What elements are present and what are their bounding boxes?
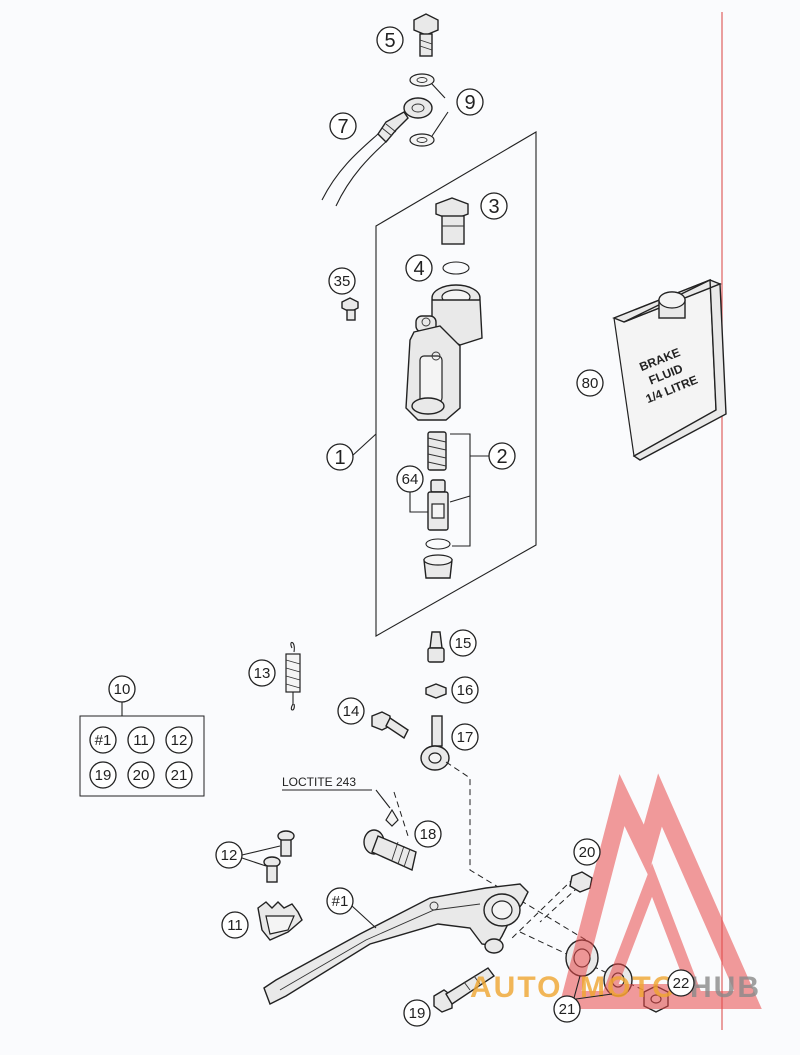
callout-19-lower: 19 <box>403 999 431 1027</box>
svg-text:9: 9 <box>464 92 475 114</box>
kit-callout-h1: #1 <box>89 726 117 754</box>
callout-22: 22 <box>667 969 695 997</box>
callout-16: 16 <box>451 676 479 704</box>
callout-13: 13 <box>248 659 276 687</box>
callout-2: 2 <box>488 442 516 470</box>
callout-17: 17 <box>451 723 479 751</box>
svg-text:19: 19 <box>95 767 112 784</box>
svg-text:20: 20 <box>133 767 150 784</box>
callout-14: 14 <box>337 697 365 725</box>
svg-text:21: 21 <box>559 1001 576 1018</box>
return-spring-part <box>285 641 301 711</box>
callout-15: 15 <box>449 629 477 657</box>
loctite-label: LOCTITE 243 <box>282 775 356 789</box>
watermark-moto: MOTO <box>580 971 677 1004</box>
svg-text:11: 11 <box>133 732 149 749</box>
svg-text:5: 5 <box>384 30 395 52</box>
svg-text:20: 20 <box>579 844 596 861</box>
svg-text:10: 10 <box>114 681 131 698</box>
svg-text:17: 17 <box>457 729 474 746</box>
watermark-logo <box>558 773 762 1009</box>
callout-11-lower: 11 <box>221 911 249 939</box>
svg-text:12: 12 <box>221 847 238 864</box>
kit-callout-19: 19 <box>89 761 117 789</box>
callout-64: 64 <box>396 465 424 493</box>
watermark-hub: HUB <box>690 971 761 1004</box>
kit-callout-20: 20 <box>127 761 155 789</box>
svg-text:22: 22 <box>673 975 690 992</box>
kit-10-box <box>79 715 205 797</box>
svg-text:#1: #1 <box>95 732 112 749</box>
brake-pedal-part <box>263 883 529 1005</box>
washer-20-part <box>569 871 593 893</box>
piston-kit-part <box>423 431 453 579</box>
watermark-auto: AUTO <box>470 971 562 1004</box>
svg-text:4: 4 <box>413 258 424 280</box>
callout-h1-pedal: #1 <box>326 887 354 915</box>
callout-7: 7 <box>329 112 357 140</box>
pushrod-part <box>427 631 445 663</box>
callout-12-lower: 12 <box>215 841 243 869</box>
svg-text:3: 3 <box>488 196 499 218</box>
svg-text:21: 21 <box>171 767 188 784</box>
svg-text:13: 13 <box>254 665 271 682</box>
watermark-text: AUTO MOTO HUB <box>470 971 761 1004</box>
kit-callout-12: 12 <box>165 726 193 754</box>
callout-18: 18 <box>414 820 442 848</box>
callout-10: 10 <box>108 675 136 703</box>
clevis-17-part <box>420 715 450 771</box>
reservoir-cap-part <box>435 197 469 245</box>
pivot-bolt-18-part <box>363 829 417 871</box>
kit-callout-21: 21 <box>165 761 193 789</box>
svg-text:19: 19 <box>409 1005 426 1022</box>
svg-text:7: 7 <box>337 116 348 138</box>
svg-text:18: 18 <box>420 826 437 843</box>
callout-21-lower: 21 <box>553 995 581 1023</box>
callout-1: 1 <box>326 443 354 471</box>
bolt-19-part <box>433 967 496 1013</box>
callout-5: 5 <box>376 26 404 54</box>
svg-text:64: 64 <box>402 471 419 488</box>
svg-text:11: 11 <box>227 917 243 934</box>
bolt-14-part <box>371 711 409 740</box>
nut-16-part <box>425 683 447 699</box>
brake-hose-part <box>321 97 433 207</box>
callout-80: 80 <box>576 369 604 397</box>
washer-part <box>409 73 435 147</box>
screw-35-part <box>341 297 359 321</box>
master-cylinder-group-box <box>375 131 537 637</box>
footrest-11-part <box>257 901 303 941</box>
svg-text:12: 12 <box>171 732 188 749</box>
svg-text:16: 16 <box>457 682 474 699</box>
callout-20-lower: 20 <box>573 838 601 866</box>
svg-text:2: 2 <box>496 446 507 468</box>
svg-text:80: 80 <box>582 375 599 392</box>
svg-text:#1: #1 <box>332 893 349 910</box>
svg-text:1: 1 <box>334 447 345 469</box>
callout-3: 3 <box>480 192 508 220</box>
callout-4: 4 <box>405 254 433 282</box>
callout-9: 9 <box>456 88 484 116</box>
screw-12-part <box>263 830 295 883</box>
brake-fluid-bottle: BRAKE FLUID 1/4 LITRE <box>612 278 727 461</box>
svg-text:14: 14 <box>343 703 360 720</box>
svg-text:15: 15 <box>455 635 472 652</box>
master-cylinder-body-part <box>405 284 483 421</box>
kit-callout-11: 11 <box>127 726 155 754</box>
banjo-bolt-part <box>413 13 439 57</box>
svg-text:35: 35 <box>334 273 351 290</box>
o-ring-part <box>442 261 470 275</box>
callout-35: 35 <box>328 267 356 295</box>
